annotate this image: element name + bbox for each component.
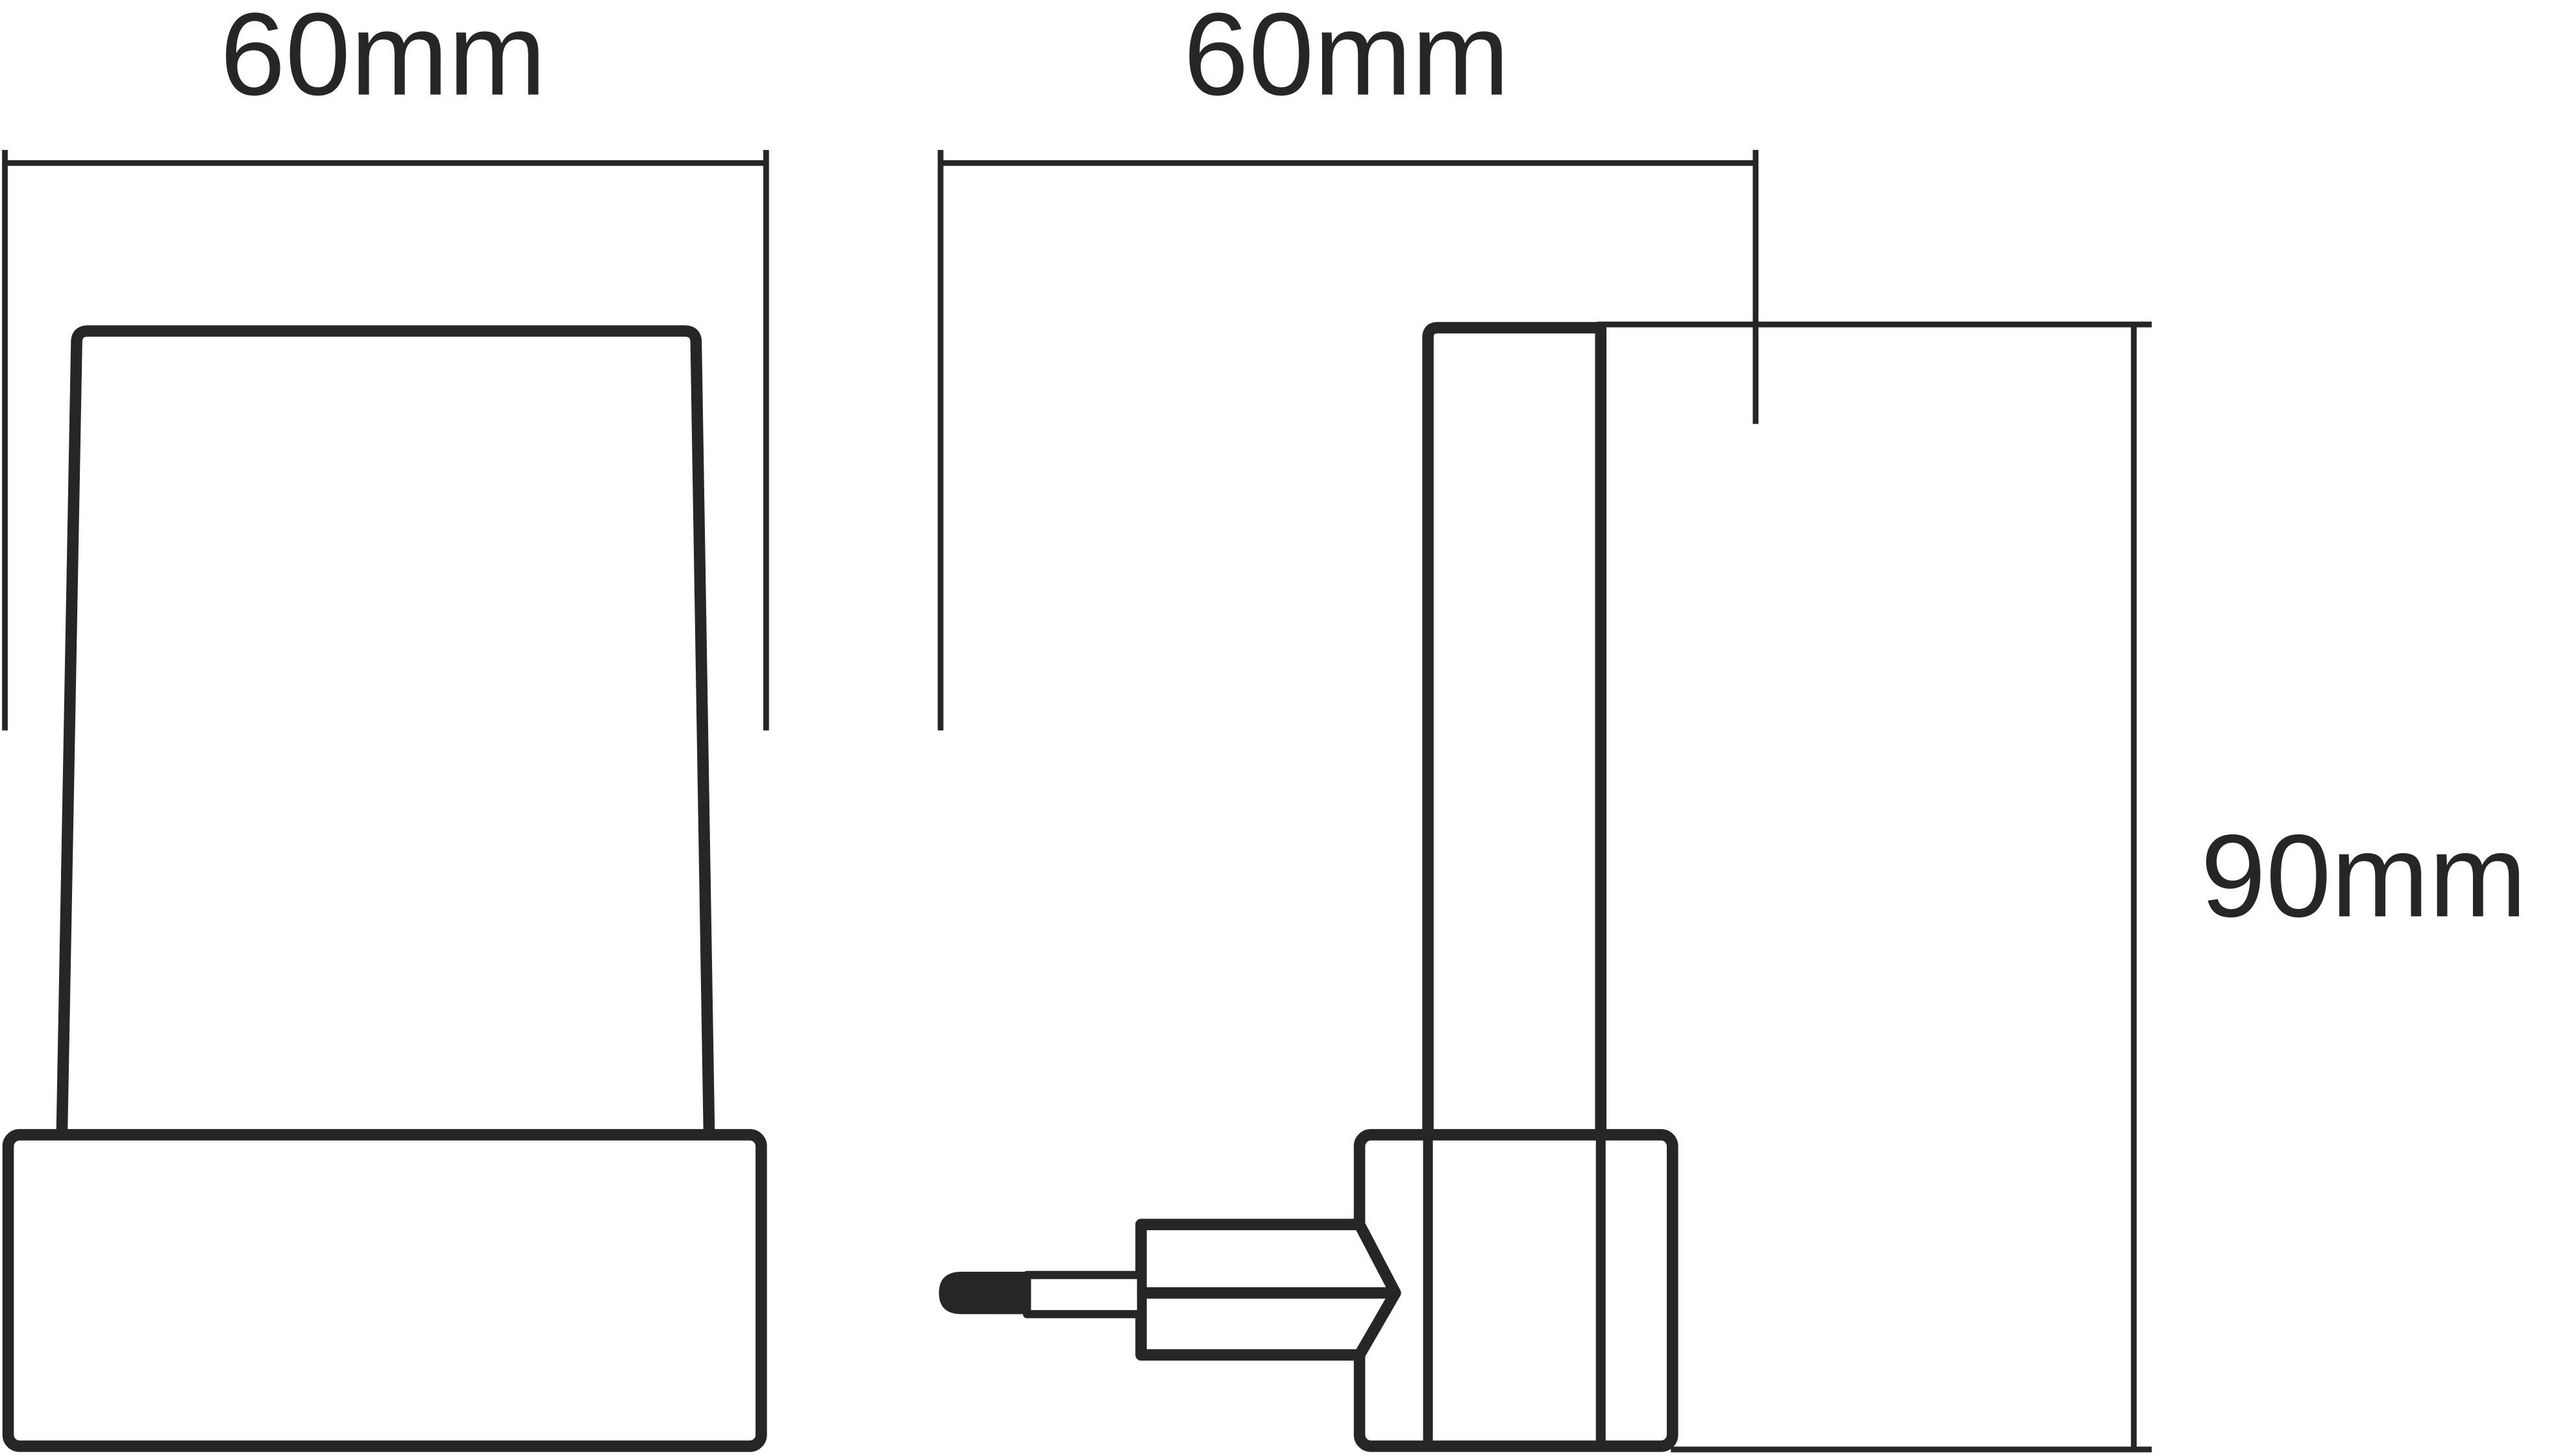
plug-pin-tip [939, 1272, 1027, 1315]
side-depth-dimension-line [937, 150, 1759, 731]
side-lamp-body [1422, 322, 1607, 1132]
front-view: 60mm [2, 0, 769, 1452]
side-depth-label: 60mm [1183, 0, 1509, 120]
side-view: 60mm 90mm [937, 0, 2527, 1453]
side-height-label: 90mm [2200, 810, 2526, 941]
side-height-dimension-line [1597, 321, 2152, 1453]
side-base [1353, 1129, 1678, 1452]
front-width-dimension-line [2, 150, 769, 731]
front-width-label: 60mm [220, 0, 546, 120]
front-lamp-shade [56, 325, 715, 1132]
plug-icon [939, 1219, 1401, 1361]
front-base [2, 1129, 767, 1452]
